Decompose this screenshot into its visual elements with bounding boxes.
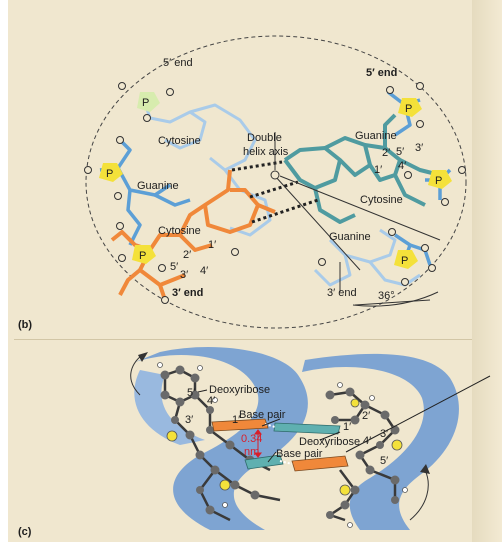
prime-4-right: 4′ bbox=[398, 160, 406, 172]
c-prime-1-left: 1′ bbox=[232, 414, 240, 426]
svg-text:P: P bbox=[401, 255, 408, 267]
cytosine-right-label: Cytosine bbox=[360, 194, 403, 206]
c-prime-5-left: 5′ bbox=[187, 387, 195, 399]
spacing-value: 0.34 bbox=[241, 433, 262, 445]
prime-2-left: 2′ bbox=[183, 249, 191, 261]
helix-axis-point bbox=[271, 171, 279, 179]
base-pair-top-label: Base pair bbox=[239, 409, 286, 421]
svg-text:P: P bbox=[139, 250, 146, 262]
panel-c-label: (c) bbox=[18, 526, 32, 538]
three-prime-end-left: 3′ end bbox=[172, 287, 203, 299]
c-prime-3-left: 3′ bbox=[185, 414, 193, 426]
three-prime-end-bottom: 3′ end bbox=[327, 287, 357, 299]
svg-text:P: P bbox=[435, 175, 442, 187]
c-prime-3-right: 3′ bbox=[380, 428, 388, 440]
prime-1-right: 1′ bbox=[374, 164, 382, 176]
c-prime-5-right: 5′ bbox=[380, 455, 388, 467]
prime-1-left: 1′ bbox=[208, 239, 216, 251]
panel-c: Deoxyribose Base pair Deoxyribose Base p… bbox=[18, 347, 490, 538]
c-prime-4-right: 4′ bbox=[363, 435, 371, 447]
svg-text:P: P bbox=[106, 168, 113, 180]
panel-b: P P P P P P 5′ end 5′ end bbox=[18, 36, 466, 331]
prime-3-left: 3′ bbox=[180, 269, 188, 281]
prime-4-left: 4′ bbox=[200, 265, 208, 277]
panel-b-label: (b) bbox=[18, 319, 32, 331]
prime-3-right: 3′ bbox=[415, 142, 423, 154]
five-prime-end-right: 5′ end bbox=[366, 67, 397, 79]
prime-5-right: 5′ bbox=[396, 146, 404, 158]
guanine-left-label: Guanine bbox=[137, 180, 179, 192]
prime-5-left: 5′ bbox=[170, 261, 178, 273]
prime-2-right: 2′ bbox=[382, 147, 390, 159]
guanine-bottom-label: Guanine bbox=[329, 231, 371, 243]
five-prime-end-top: 5′ end bbox=[163, 57, 193, 69]
c-prime-4-left: 4′ bbox=[207, 395, 215, 407]
base-pair-bottom-label: Base pair bbox=[276, 448, 323, 460]
deoxyribose-mid-label: Deoxyribose bbox=[299, 436, 360, 448]
svg-text:P: P bbox=[142, 97, 149, 109]
guanine-right-label: Guanine bbox=[355, 130, 397, 142]
double-helix-axis-label-2: helix axis bbox=[243, 146, 289, 158]
double-helix-axis-label-1: Double bbox=[247, 132, 282, 144]
deoxyribose-top-label: Deoxyribose bbox=[209, 384, 270, 396]
cytosine-left-label: Cytosine bbox=[158, 225, 201, 237]
c-prime-1-right: 1′ bbox=[343, 421, 351, 433]
c-prime-2-right: 2′ bbox=[362, 410, 370, 422]
cytosine-top-label: Cytosine bbox=[158, 135, 201, 147]
spacing-unit: nm bbox=[244, 446, 259, 458]
rotation-angle: 36° bbox=[378, 290, 395, 302]
svg-text:P: P bbox=[405, 103, 412, 115]
